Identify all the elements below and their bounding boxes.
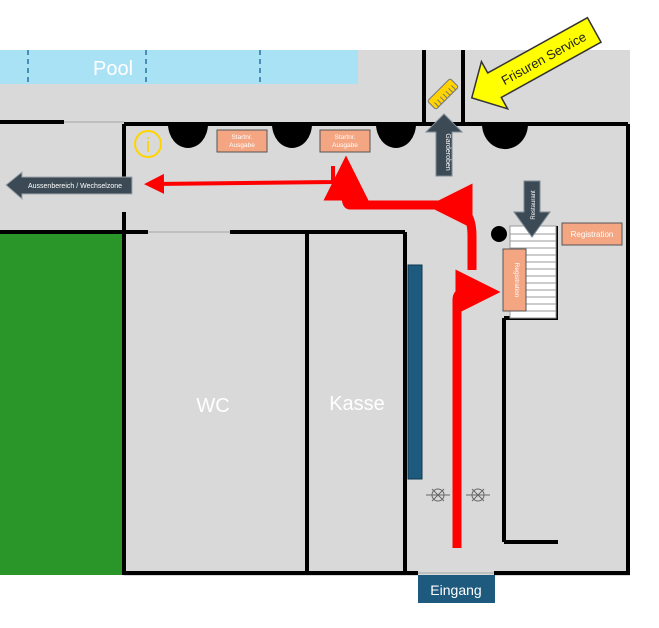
aussenbereich-label: Aussenbereich / Wechselzone xyxy=(28,183,122,190)
restaurant-label: Restaurant xyxy=(531,190,537,220)
comb-icon xyxy=(427,78,459,110)
registration-box-vertical: Registration xyxy=(502,248,527,312)
startnr-ausgabe-label: Startnr.Ausgabe xyxy=(332,134,358,149)
cash-desk-counter xyxy=(407,264,423,480)
info-label: i xyxy=(146,135,150,157)
garderoben-arrow: Garderoben xyxy=(424,113,464,177)
aussenbereich-arrow: Aussenbereich / Wechselzone xyxy=(5,170,133,201)
registration-label-vertical: Registration xyxy=(513,263,520,298)
eingang-box: Eingang xyxy=(418,575,495,603)
grass-area xyxy=(0,232,124,575)
info-icon: i xyxy=(134,130,162,158)
turnstile-icon xyxy=(466,488,490,502)
route-arrows xyxy=(144,155,501,548)
pool-area xyxy=(0,50,358,84)
restaurant-arrow: Restaurant xyxy=(513,180,551,238)
startnr-ausgabe-box: Startnr.Ausgabe xyxy=(216,129,268,153)
wc-label: WC xyxy=(196,395,229,417)
kasse-label: Kasse xyxy=(329,393,385,415)
startnr-ausgabe-box: Startnr.Ausgabe xyxy=(319,129,371,153)
registration-label: Registration xyxy=(571,230,614,239)
turnstile-icon xyxy=(426,488,450,502)
startnr-ausgabe-label: Startnr.Ausgabe xyxy=(229,134,255,149)
eingang-label: Eingang xyxy=(430,582,481,598)
garderoben-label: Garderoben xyxy=(444,133,451,170)
registration-box: Registration xyxy=(561,222,623,246)
pillar-icon xyxy=(168,124,528,242)
pool-label: Pool xyxy=(93,58,133,80)
